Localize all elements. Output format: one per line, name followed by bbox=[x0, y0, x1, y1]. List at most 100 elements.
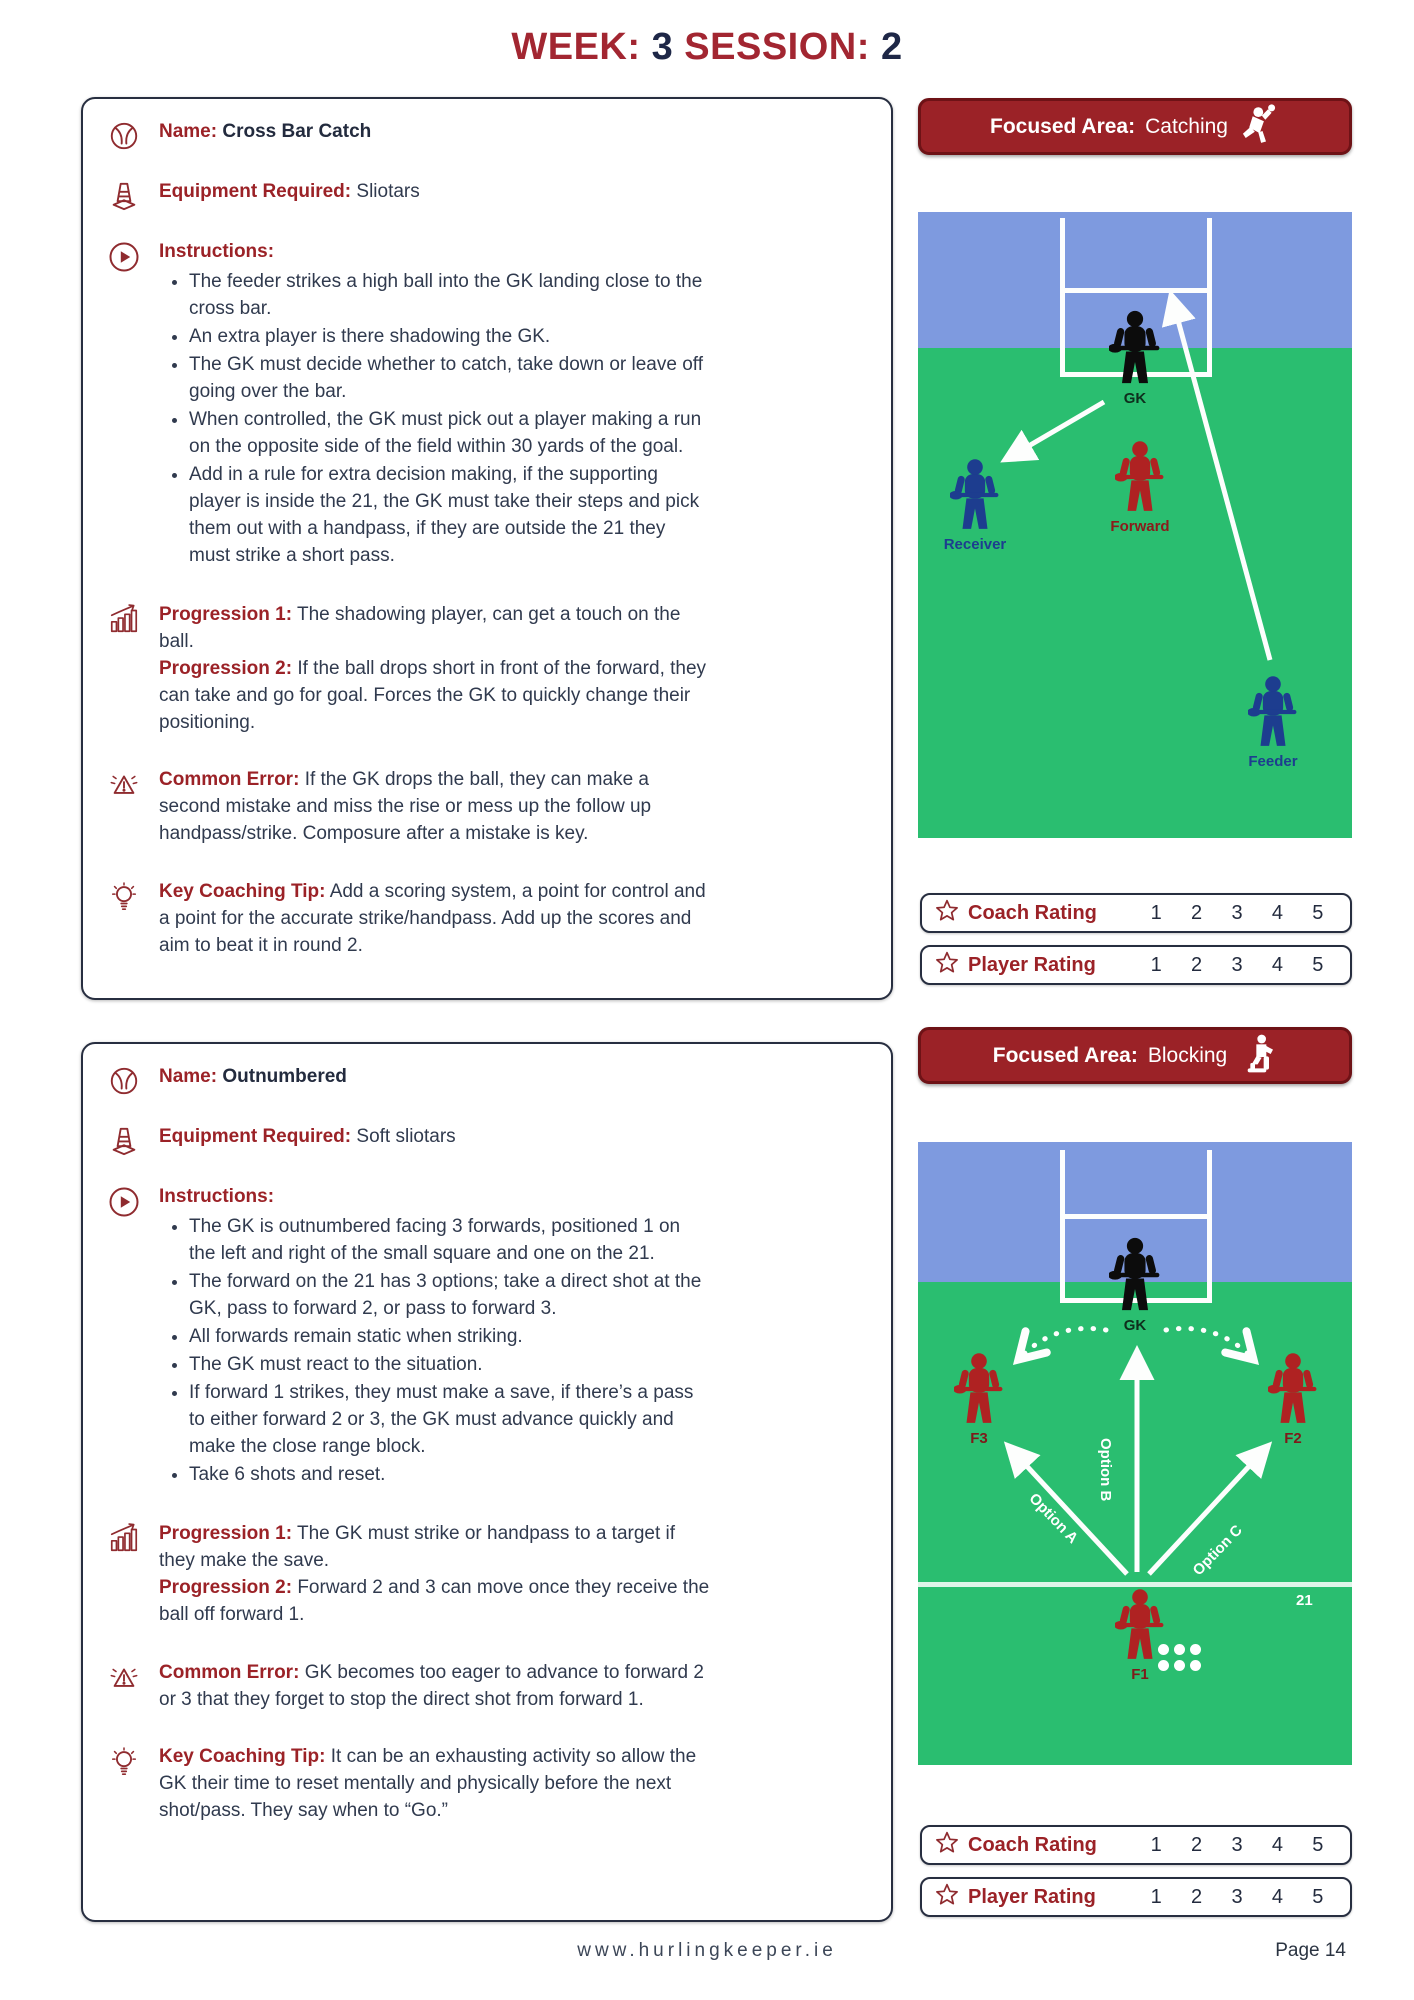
focused-area-label: Focused Area: bbox=[992, 1043, 1138, 1067]
equipment-row: Equipment Required: Sliotars bbox=[101, 179, 873, 212]
week-value: 3 bbox=[651, 26, 674, 68]
instructions-section: Instructions: The GK is outnumbered faci… bbox=[101, 1184, 873, 1490]
instruction-item: The forward on the 21 has 3 options; tak… bbox=[189, 1269, 711, 1323]
goal-post-left bbox=[1060, 218, 1065, 377]
page-number: Page 14 bbox=[1275, 1940, 1346, 1961]
coaching-tip-section: Key Coaching Tip: Add a scoring system, … bbox=[101, 879, 873, 960]
option-b-label: Option B bbox=[1097, 1438, 1114, 1502]
website-url: www.hurlingkeeper.ie bbox=[577, 1940, 837, 1961]
sliotar-icon bbox=[101, 1064, 147, 1097]
coaching-tip-text: Key Coaching Tip: Add a scoring system, … bbox=[159, 881, 706, 957]
grass bbox=[918, 348, 1352, 838]
goal-crossbar bbox=[1060, 288, 1212, 293]
gk-figure: GK bbox=[1100, 310, 1170, 407]
equipment-value: Soft sliotars bbox=[356, 1126, 456, 1147]
equipment-value: Sliotars bbox=[356, 181, 420, 202]
drill-name: Outnumbered bbox=[222, 1066, 347, 1087]
play-icon bbox=[101, 239, 147, 274]
feeder-figure: Feeder bbox=[1238, 675, 1308, 770]
sliotar-pile bbox=[1158, 1644, 1206, 1676]
f3-label: F3 bbox=[970, 1430, 988, 1447]
equipment-label: Equipment Required: bbox=[159, 1126, 352, 1147]
progression-2: Progression 2: Forward 2 and 3 can move … bbox=[159, 1576, 710, 1625]
f1-figure: F1 bbox=[1105, 1588, 1175, 1683]
lightbulb-icon bbox=[101, 879, 147, 912]
instruction-item: All forwards remain static when striking… bbox=[189, 1324, 711, 1351]
f2-label: F2 bbox=[1284, 1430, 1302, 1447]
goal-post-left bbox=[1060, 1150, 1065, 1303]
feeder-label: Feeder bbox=[1248, 753, 1298, 770]
name-row: Name: Outnumbered bbox=[101, 1064, 873, 1097]
instructions-list: The feeder strikes a high ball into the … bbox=[159, 269, 711, 570]
progression-section: Progression 1: The shadowing player, can… bbox=[101, 602, 873, 737]
drill-card-cross-bar-catch: Name: Cross Bar Catch Equipment Required… bbox=[81, 97, 893, 1000]
focused-area-banner-blocking: Focused Area: Blocking bbox=[918, 1027, 1352, 1084]
warning-icon bbox=[101, 1660, 147, 1693]
warning-icon bbox=[101, 767, 147, 800]
gk-figure: GK bbox=[1100, 1237, 1170, 1334]
blocking-player-icon bbox=[1237, 1033, 1277, 1079]
instructions-section: Instructions: The feeder strikes a high … bbox=[101, 239, 873, 571]
common-error-section: Common Error: GK becomes too eager to ad… bbox=[101, 1660, 873, 1714]
lightbulb-icon bbox=[101, 1744, 147, 1777]
instruction-item: An extra player is there shadowing the G… bbox=[189, 324, 711, 351]
drill-name: Cross Bar Catch bbox=[222, 121, 372, 142]
drill-card-outnumbered: Name: Outnumbered Equipment Required: So… bbox=[81, 1042, 893, 1922]
common-error-section: Common Error: If the GK drops the ball, … bbox=[101, 767, 873, 848]
forward-figure: Forward bbox=[1105, 440, 1175, 535]
progression-2: Progression 2: If the ball drops short i… bbox=[159, 657, 707, 733]
f3-figure: F3 bbox=[944, 1352, 1014, 1447]
catching-player-icon bbox=[1238, 103, 1280, 151]
gk-label: GK bbox=[1123, 1317, 1147, 1334]
equipment-label: Equipment Required: bbox=[159, 181, 352, 202]
goal-line bbox=[1060, 372, 1212, 377]
forward-label: Forward bbox=[1110, 518, 1170, 535]
sliotar-icon bbox=[101, 119, 147, 152]
growth-chart-icon bbox=[101, 602, 147, 635]
f1-label: F1 bbox=[1131, 1666, 1149, 1683]
instruction-item: Take 6 shots and reset. bbox=[189, 1462, 711, 1489]
week-label: WEEK: bbox=[511, 26, 641, 68]
gk-label: GK bbox=[1123, 390, 1147, 407]
instructions-label: Instructions: bbox=[159, 241, 275, 262]
twenty-one-label: 21 bbox=[1296, 1592, 1313, 1609]
twenty-one-line bbox=[918, 1582, 1352, 1587]
page-title: WEEK: 3 SESSION: 2 bbox=[0, 26, 1414, 69]
receiver-figure: Receiver bbox=[940, 458, 1010, 553]
common-error-text: Common Error: If the GK drops the ball, … bbox=[159, 769, 652, 845]
star-icon bbox=[934, 1830, 960, 1861]
goal-line bbox=[1060, 1298, 1212, 1303]
name-label: Name: bbox=[159, 121, 218, 142]
instructions-label: Instructions: bbox=[159, 1186, 275, 1207]
growth-chart-icon bbox=[101, 1521, 147, 1554]
instruction-item: When controlled, the GK must pick out a … bbox=[189, 407, 711, 461]
star-icon bbox=[934, 1882, 960, 1913]
arrows-overlay bbox=[1003, 1325, 1273, 1576]
coaching-tip-text: Key Coaching Tip: It can be an exhaustin… bbox=[159, 1746, 697, 1822]
arrows-overlay bbox=[1000, 289, 1273, 661]
instruction-item: If forward 1 strikes, they must make a s… bbox=[189, 1380, 711, 1461]
focused-area-value: Blocking bbox=[1147, 1043, 1228, 1067]
instruction-item: The GK must decide whether to catch, tak… bbox=[189, 352, 711, 406]
instruction-item: The GK is outnumbered facing 3 forwards,… bbox=[189, 1214, 711, 1268]
coaching-tip-section: Key Coaching Tip: It can be an exhaustin… bbox=[101, 1744, 873, 1825]
cone-icon bbox=[101, 179, 147, 212]
focused-area-label: Focused Area: bbox=[990, 114, 1136, 138]
instructions-list: The GK is outnumbered facing 3 forwards,… bbox=[159, 1214, 711, 1489]
name-row: Name: Cross Bar Catch bbox=[101, 119, 873, 152]
cone-icon bbox=[101, 1124, 147, 1157]
equipment-row: Equipment Required: Soft sliotars bbox=[101, 1124, 873, 1157]
session-label: SESSION: bbox=[684, 26, 870, 68]
star-icon bbox=[934, 950, 960, 981]
focused-area-banner-catching: Focused Area: Catching bbox=[918, 98, 1352, 155]
focused-area-value: Catching bbox=[1145, 114, 1228, 138]
